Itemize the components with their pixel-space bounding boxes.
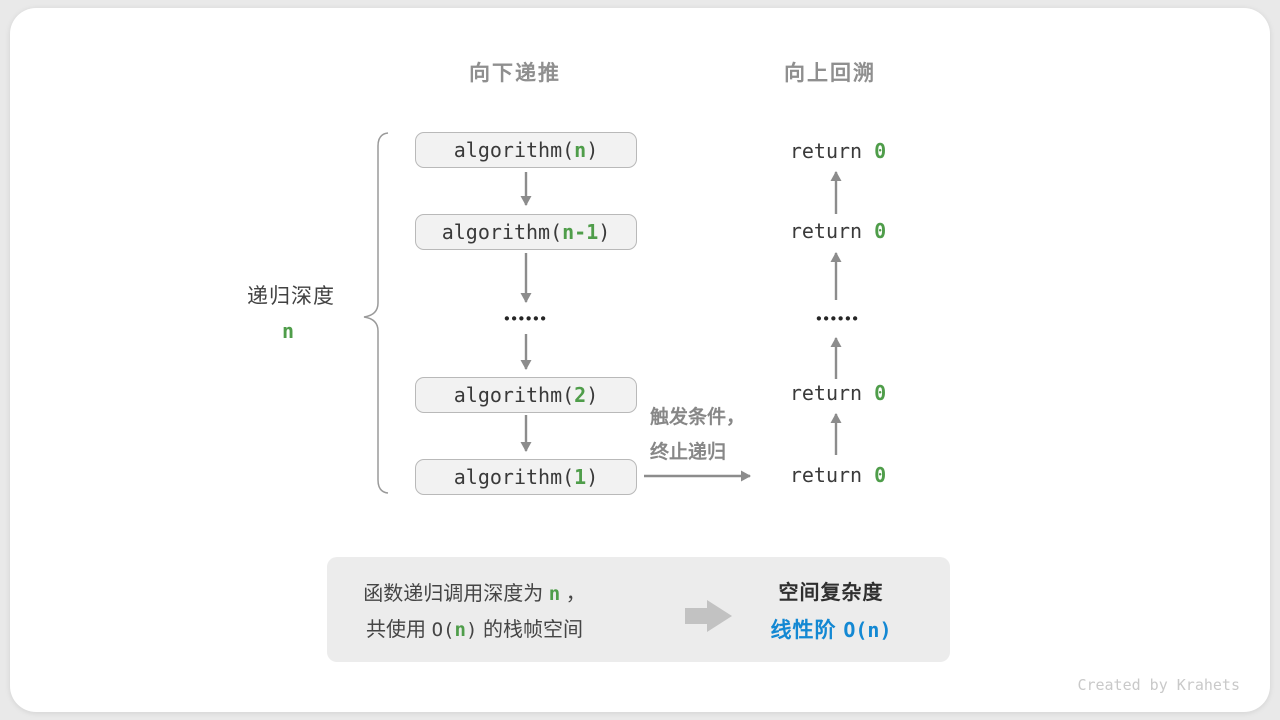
summary-line: 函数递归调用深度为 n ，: [363, 583, 586, 605]
call-text: algorithm(n): [453, 138, 599, 162]
stack-frame-box: algorithm(2): [415, 377, 637, 413]
summary-line: 共使用 O(n) 的栈帧空间: [366, 619, 583, 641]
column-header-upward: 向上回溯: [784, 62, 876, 85]
stack-frame-box: algorithm(1): [415, 459, 637, 495]
return-statement: return 0: [789, 139, 887, 163]
call-text: algorithm(1): [453, 465, 599, 489]
ellipsis: ••••••: [504, 310, 548, 328]
stack-frame-box: algorithm(n-1): [415, 214, 637, 250]
space-complexity-result: 线性阶 O(n): [770, 617, 892, 642]
call-text: algorithm(n-1): [441, 220, 611, 244]
call-text: algorithm(2): [453, 383, 599, 407]
trigger-line: 终止递归: [650, 442, 727, 463]
trigger-line: 触发条件，: [650, 407, 746, 428]
trigger-note: 触发条件， 终止递归: [650, 400, 745, 470]
return-statement: return 0: [789, 219, 887, 243]
space-complexity-title: 空间复杂度: [778, 581, 884, 604]
return-statement: return 0: [789, 381, 887, 405]
depth-value: n: [281, 319, 295, 343]
ellipsis: ••••••: [816, 310, 860, 328]
summary-left-text: 函数递归调用深度为 n ， 共使用 O(n) 的栈帧空间: [347, 557, 602, 662]
return-statement: return 0: [789, 463, 887, 487]
summary-panel: 函数递归调用深度为 n ， 共使用 O(n) 的栈帧空间 空间复杂度 线性阶 O…: [327, 557, 950, 662]
depth-label: 递归深度: [247, 285, 335, 308]
summary-right-text: 空间复杂度 线性阶 O(n): [725, 557, 937, 662]
block-arrow-icon: [685, 600, 732, 632]
stack-frame-box: algorithm(n): [415, 132, 637, 168]
column-header-downward: 向下递推: [469, 62, 561, 85]
credit-text: Created by Krahets: [1077, 676, 1240, 694]
